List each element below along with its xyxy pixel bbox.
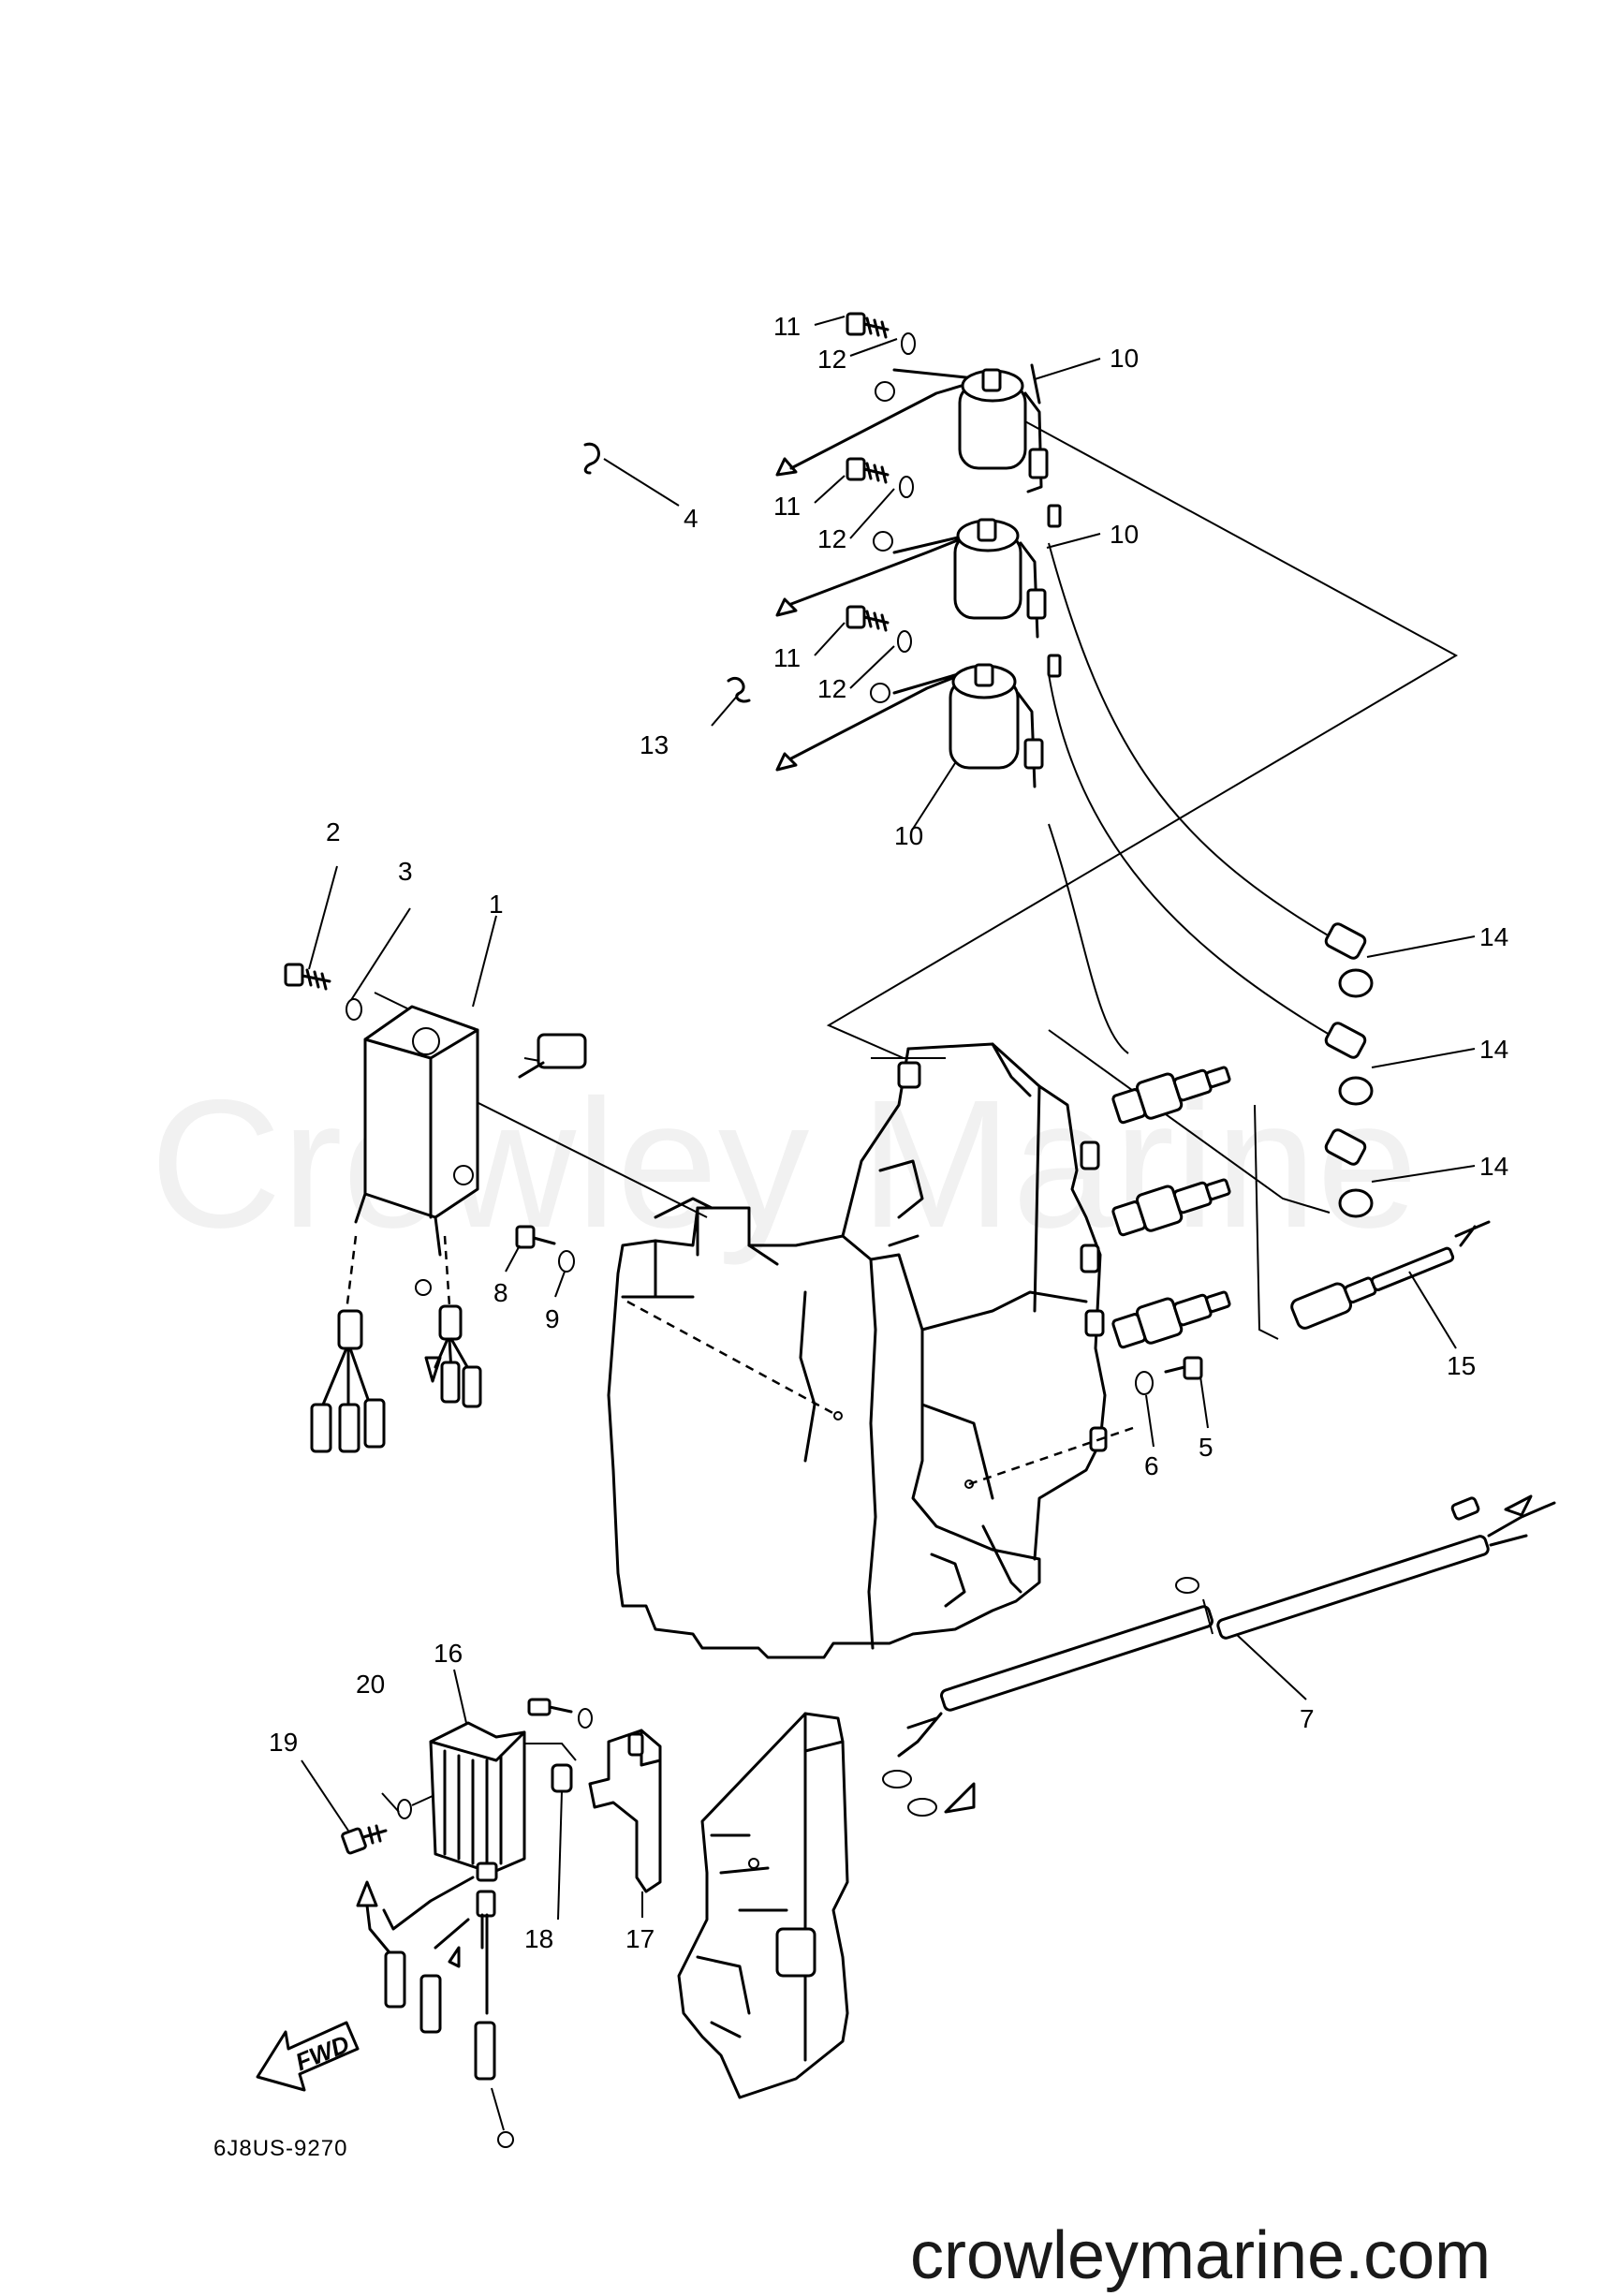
callout-label: 14 (1479, 1035, 1508, 1064)
ignition-coil-middle (775, 504, 1062, 639)
clip-13 (727, 677, 751, 703)
callout-label: 10 (1110, 344, 1139, 373)
callout-label: 14 (1479, 922, 1508, 951)
watermark: Crowley Marine (150, 1062, 1419, 1266)
callout-label: 14 (1479, 1152, 1508, 1181)
callout-label: 1 (489, 890, 504, 919)
bolt-8-washer-9 (515, 1225, 575, 1273)
mounting-plate (677, 1712, 849, 2099)
wire-harness-7 (882, 1494, 1556, 1817)
callout-label: 12 (817, 674, 846, 703)
bracket-17 (527, 1698, 662, 1893)
callout-label: 10 (894, 821, 923, 850)
bolt-5-washer-6 (1135, 1356, 1203, 1395)
fwd-arrow: FWD (256, 2021, 360, 2092)
leader-lines (301, 316, 1476, 1921)
ignition-coil-top (775, 363, 1049, 493)
callout-label: 20 (356, 1670, 385, 1699)
assembly-lines (374, 402, 1459, 1486)
callout-label: 2 (326, 817, 341, 846)
callout-label: 4 (684, 504, 699, 533)
callout-label: 15 (1447, 1351, 1476, 1380)
callout-label: 11 (773, 492, 801, 521)
callout-label: 10 (1110, 520, 1139, 549)
callout-label: 8 (493, 1278, 508, 1307)
callout-label: 13 (640, 730, 669, 759)
ignition-coil-bottom (775, 654, 1062, 788)
callout-label: 9 (545, 1304, 560, 1333)
bolt-2-washer-3 (284, 963, 362, 1021)
callout-label: 11 (773, 643, 801, 672)
washer-12-set (897, 332, 916, 653)
callout-label: 11 (773, 312, 801, 341)
rectifier-regulator-16 (356, 1721, 526, 2148)
callout-label: 6 (1144, 1451, 1159, 1480)
sensor-15 (1290, 1220, 1491, 1330)
engine-block (607, 1042, 1108, 1659)
callout-label: 16 (434, 1639, 463, 1668)
callout-label: 19 (269, 1728, 298, 1757)
callout-label: 5 (1199, 1433, 1214, 1462)
grommet-18 (524, 1743, 577, 1793)
callout-label: 12 (817, 524, 846, 553)
clip-4 (583, 442, 600, 475)
callout-label: 7 (1300, 1704, 1315, 1733)
cdi-unit (310, 1005, 587, 1453)
spark-plug-set (1111, 1066, 1231, 1349)
callout-label: 17 (625, 1924, 655, 1953)
callout-label: 18 (524, 1924, 553, 1953)
callout-label: 12 (817, 345, 846, 374)
drawing-code: 6J8US-9270 (213, 2136, 347, 2161)
spark-plug-leads (1048, 542, 1331, 1054)
bolt-11-set (846, 312, 890, 632)
plug-cap-14-set (1324, 922, 1374, 1218)
bolt-19-washer-20 (341, 1795, 434, 1855)
website-label: crowleymarine.com (910, 2218, 1491, 2293)
callout-labels: 1 2 3 4 5 6 7 8 9 10 10 10 11 11 11 12 1… (269, 312, 1508, 1953)
callout-label: 3 (398, 857, 413, 886)
